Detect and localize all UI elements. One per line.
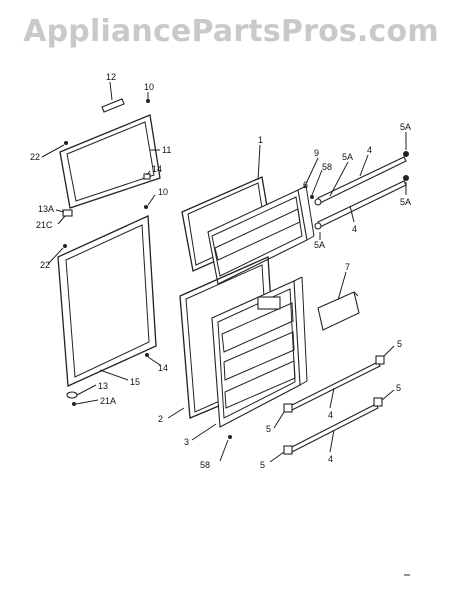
callout-13: 13: [98, 381, 108, 391]
handle-trim-piece: [101, 98, 125, 113]
callout-5-c: 5: [266, 424, 271, 434]
screw-10-mid: [144, 205, 148, 209]
freezer-door-gasket: [59, 114, 161, 209]
callout-4-lower-b: 4: [328, 454, 333, 464]
screw-10-top: [146, 99, 150, 103]
washer-21A: [72, 402, 76, 406]
callout-22-top: 22: [30, 152, 40, 162]
watermark: AppliancePartsPros.com: [23, 14, 439, 49]
fresh-food-door-gasket: [57, 215, 157, 387]
fresh-food-door-liner-3: [211, 276, 308, 428]
callout-14-bottom: 14: [158, 363, 168, 373]
rail-end-cap-5A-3: [314, 198, 322, 206]
dairy-compartment-door-7: [317, 291, 360, 331]
rail-end-cap-5-a: [375, 355, 385, 365]
callout-10-mid: 10: [158, 187, 168, 197]
rail-end-cap-5-b: [373, 397, 383, 407]
callout-4-upper-lower: 4: [352, 224, 357, 234]
callout-7: 7: [345, 262, 350, 272]
shelf-rail-4-lower-a: [287, 361, 381, 412]
clip-14-bottom: [145, 353, 149, 357]
callout-6: 6: [303, 180, 308, 190]
callout-5A-bottom-left: 5A: [314, 240, 325, 250]
callout-12: 12: [106, 72, 116, 82]
screw-58-top: [310, 195, 314, 199]
callout-58-top: 58: [322, 162, 332, 172]
callout-13A: 13A: [38, 204, 54, 214]
hinge-pin-13: [66, 391, 78, 399]
screw-22-mid: [63, 244, 67, 248]
callout-58-bottom: 58: [200, 460, 210, 470]
rail-end-cap-5A-1: [403, 151, 409, 157]
callout-3: 3: [184, 437, 189, 447]
screw-58-bottom: [228, 435, 232, 439]
rail-end-cap-5-c: [283, 403, 293, 413]
callout-21A: 21A: [100, 396, 116, 406]
callout-14-top: 14: [152, 164, 162, 174]
leader-lines: [41, 81, 407, 463]
rail-end-cap-5-d: [283, 445, 293, 455]
callout-15: 15: [130, 377, 140, 387]
callout-2: 2: [158, 414, 163, 424]
freezer-door-liner-9: [207, 185, 315, 285]
clip-14-top: [143, 173, 151, 180]
callout-9: 9: [314, 148, 319, 158]
callout-5-a: 5: [397, 339, 402, 349]
callout-5-d: 5: [260, 460, 265, 470]
hinge-bracket-13A: [62, 209, 73, 217]
callout-4-lower-a: 4: [328, 410, 333, 420]
callout-5A-right: 5A: [400, 197, 411, 207]
callout-labels: 12 10 22 11 14 10 13A 21C 22 14 13 15 21…: [30, 72, 411, 470]
callout-4-upper: 4: [367, 145, 372, 155]
screw-22-top: [64, 141, 68, 145]
rail-end-cap-5A-4: [314, 222, 322, 230]
callout-5A-mid: 5A: [342, 152, 353, 162]
callout-10-top: 10: [144, 82, 154, 92]
callout-1: 1: [258, 135, 263, 145]
callout-11: 11: [162, 145, 171, 155]
shelf-rail-4-upper-b: [317, 180, 407, 228]
callout-5A-top-right: 5A: [400, 122, 411, 132]
callout-5-b: 5: [396, 383, 401, 393]
rail-end-cap-5A-2: [403, 175, 409, 181]
callout-21C: 21C: [36, 220, 53, 230]
callout-22-mid: 22: [40, 260, 50, 270]
